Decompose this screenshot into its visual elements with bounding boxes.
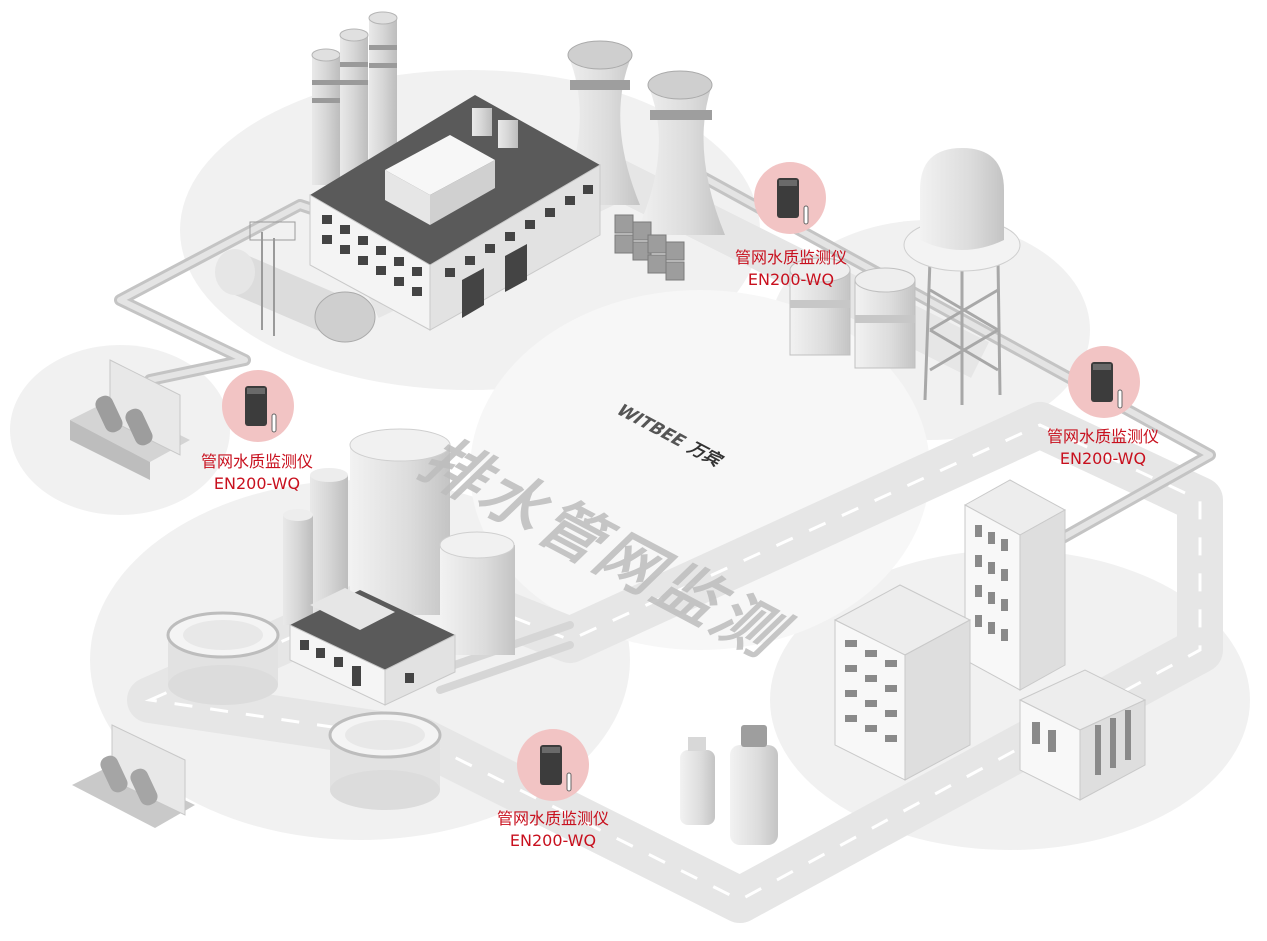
device-name: 管网水质监测仪 xyxy=(734,248,847,267)
outfall-lower xyxy=(72,724,195,828)
device-model: EN200-WQ xyxy=(213,474,301,493)
storage-tank-horizontal xyxy=(215,221,376,343)
monitor-device-4[interactable] xyxy=(517,729,589,801)
monitor-device-1[interactable] xyxy=(754,162,826,234)
vertical-tanks xyxy=(789,257,916,369)
treatment-plant xyxy=(283,428,515,706)
chimneys xyxy=(311,11,398,188)
device-label-2: 管网水质监测仪 EN200-WQ xyxy=(194,451,320,495)
bottles xyxy=(680,725,778,845)
device-model: EN200-WQ xyxy=(1059,449,1147,468)
device-model: EN200-WQ xyxy=(747,270,835,289)
containers xyxy=(614,214,685,281)
main-factory xyxy=(309,95,601,331)
water-tower xyxy=(903,148,1021,405)
device-label-4: 管网水质监测仪 EN200-WQ xyxy=(490,808,616,852)
city-buildings xyxy=(833,479,1147,801)
device-name: 管网水质监测仪 xyxy=(1046,427,1159,446)
monitor-device-3[interactable] xyxy=(1068,346,1140,418)
device-label-1: 管网水质监测仪 EN200-WQ xyxy=(728,247,854,291)
device-name: 管网水质监测仪 xyxy=(496,809,609,828)
device-name: 管网水质监测仪 xyxy=(200,452,313,471)
clarifiers xyxy=(166,611,442,810)
device-label-3: 管网水质监测仪 EN200-WQ xyxy=(1040,426,1166,470)
outfall-upper xyxy=(70,359,190,480)
device-model: EN200-WQ xyxy=(509,831,597,850)
monitor-device-2[interactable] xyxy=(222,370,294,442)
